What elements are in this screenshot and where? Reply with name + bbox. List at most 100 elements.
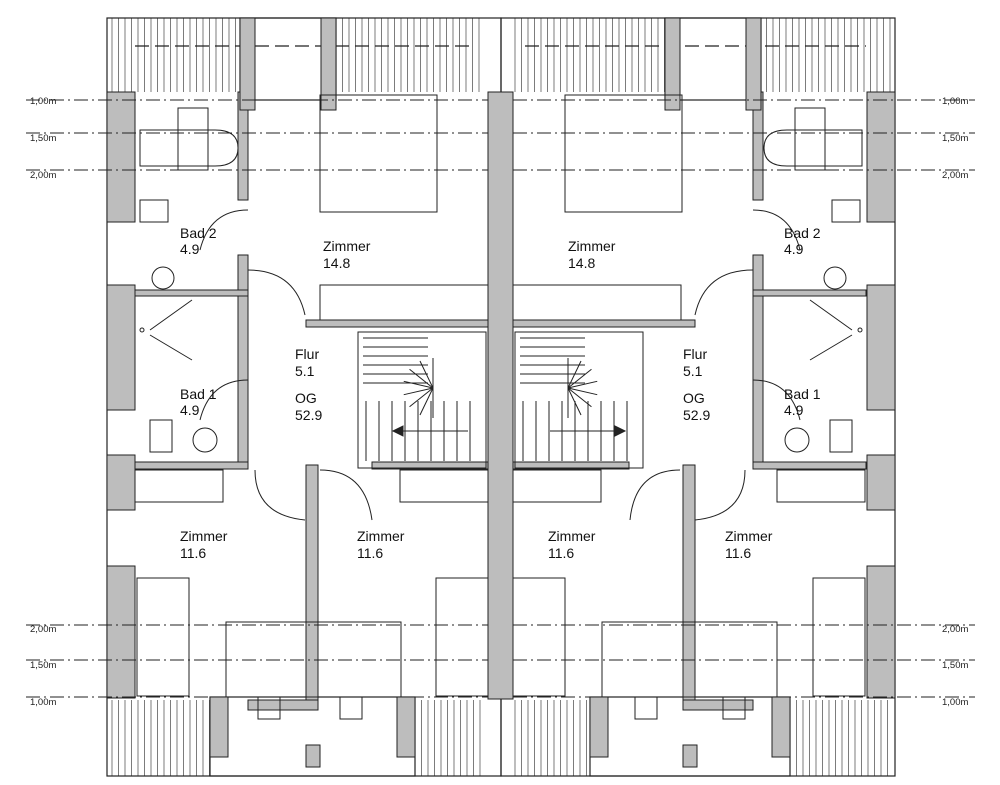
dormer-post bbox=[305, 744, 321, 768]
dormer-post bbox=[396, 696, 416, 758]
shower-left bbox=[149, 299, 193, 361]
door-swing-arc bbox=[319, 469, 373, 521]
party-wall bbox=[487, 91, 514, 700]
roof-hatch bbox=[111, 18, 891, 776]
room-area-right-bad1: 4.9 bbox=[784, 402, 804, 418]
cabinet-left bbox=[134, 469, 224, 503]
partition-wall-right bbox=[682, 699, 754, 711]
room-name-right-og: OG bbox=[683, 390, 705, 406]
partition-wall-right bbox=[752, 289, 867, 297]
outer-wall-right bbox=[866, 454, 896, 511]
partition-wall-right bbox=[752, 461, 867, 470]
room-name-right-zimmer-mid: Zimmer bbox=[725, 528, 773, 544]
height-label-left-bottom-2: 1,50m bbox=[30, 660, 56, 671]
room-area-right-flur: 5.1 bbox=[683, 363, 703, 379]
desk-bottom-left-a bbox=[136, 577, 190, 697]
outer-wall-left bbox=[106, 91, 136, 223]
cabinet-right bbox=[512, 469, 602, 503]
room-area-right-og: 52.9 bbox=[683, 407, 710, 423]
stair-outline bbox=[514, 331, 644, 469]
washbasin-right-top bbox=[823, 266, 847, 290]
room-area-left-zimmer-top: 14.8 bbox=[323, 255, 350, 271]
desk-bottom-right-b bbox=[812, 577, 866, 697]
partition-wall-left bbox=[134, 461, 249, 470]
room-name-left-zimmer-top: Zimmer bbox=[323, 238, 371, 254]
room-area-left-zimmer-left: 11.6 bbox=[180, 545, 206, 561]
toilet-left-bottom bbox=[149, 419, 173, 453]
doors bbox=[199, 209, 801, 521]
door-swing-arc bbox=[694, 469, 746, 521]
partition-wall-right bbox=[512, 319, 696, 328]
room-area-left-bad1: 4.9 bbox=[180, 402, 200, 418]
bed-bottom-left bbox=[225, 621, 402, 698]
height-label-right-top-2: 1,50m bbox=[942, 133, 968, 144]
height-label-right-top-1: 1,00m bbox=[942, 96, 968, 107]
outer-wall-right bbox=[866, 284, 896, 411]
room-area-left-zimmer-mid: 11.6 bbox=[357, 545, 383, 561]
stair-outline bbox=[357, 331, 487, 469]
dormer-post bbox=[209, 696, 229, 758]
door-swing-arc bbox=[254, 469, 306, 521]
room-area-right-zimmer-left: 11.6 bbox=[548, 545, 574, 561]
walls bbox=[106, 17, 896, 768]
dormer-post bbox=[771, 696, 791, 758]
outer-wall-left bbox=[106, 284, 136, 411]
partition-wall-left bbox=[371, 461, 489, 470]
outer-wall-left bbox=[106, 565, 136, 699]
dormer-post bbox=[682, 744, 698, 768]
shower-head-left bbox=[139, 327, 145, 333]
bathtub-right bbox=[763, 129, 863, 167]
bathtub-left bbox=[139, 129, 239, 167]
washbasin-right-bottom bbox=[784, 427, 810, 453]
height-label-right-bottom-3: 1,00m bbox=[942, 697, 968, 708]
door-swing-arc bbox=[694, 269, 754, 316]
height-label-left-top-2: 1,50m bbox=[30, 133, 56, 144]
room-name-right-bad2: Bad 2 bbox=[784, 225, 821, 241]
room-name-right-zimmer-top: Zimmer bbox=[568, 238, 616, 254]
desk-bottom-right-a bbox=[512, 577, 566, 697]
bed-bottom-right bbox=[601, 621, 778, 698]
stair-arrow-head bbox=[391, 425, 404, 437]
outer-wall-right bbox=[866, 91, 896, 223]
room-name-left-zimmer-mid: Zimmer bbox=[357, 528, 405, 544]
room-name-left-bad1: Bad 1 bbox=[180, 386, 217, 402]
room-name-left-og: OG bbox=[295, 390, 317, 406]
partition-wall-left bbox=[305, 464, 319, 701]
door-swing-arc bbox=[752, 379, 801, 421]
partition-wall-right bbox=[512, 461, 630, 470]
room-name-right-zimmer-left: Zimmer bbox=[548, 528, 596, 544]
room-area-left-bad2: 4.9 bbox=[180, 241, 200, 257]
height-lines bbox=[26, 99, 975, 698]
box-right-a bbox=[634, 696, 658, 720]
door-swing-arc bbox=[199, 379, 249, 421]
shower-right bbox=[809, 299, 853, 361]
room-area-right-bad2: 4.9 bbox=[784, 241, 804, 257]
box-left-a bbox=[257, 696, 281, 720]
toilet-right-bottom bbox=[829, 419, 853, 453]
room-area-left-og: 52.9 bbox=[295, 407, 322, 423]
desk-bottom-left-b bbox=[435, 577, 489, 697]
stair-winder bbox=[419, 387, 434, 416]
dormer-cheek bbox=[239, 17, 256, 111]
partition-wall-right bbox=[682, 464, 696, 701]
bath-tap-left bbox=[177, 107, 209, 171]
toilet-left-top bbox=[139, 199, 169, 223]
stairs bbox=[357, 331, 644, 469]
height-label-left-bottom-1: 2,00m bbox=[30, 624, 56, 635]
stair-winder bbox=[419, 360, 434, 389]
stair-winder bbox=[403, 387, 434, 396]
height-label-right-bottom-2: 1,50m bbox=[942, 660, 968, 671]
room-name-left-zimmer-left: Zimmer bbox=[180, 528, 228, 544]
room-name-left-flur: Flur bbox=[295, 346, 319, 362]
height-label-left-top-1: 1,00m bbox=[30, 96, 56, 107]
stair-winder bbox=[403, 380, 434, 389]
furniture bbox=[134, 94, 866, 720]
bed-top-left bbox=[319, 94, 438, 213]
dormer-cheek bbox=[664, 17, 681, 111]
stair-winder bbox=[567, 368, 592, 389]
stair-winder bbox=[567, 387, 598, 396]
washbasin-left-top bbox=[151, 266, 175, 290]
door-swing-arc bbox=[752, 209, 801, 251]
partition-wall-left bbox=[134, 289, 249, 297]
